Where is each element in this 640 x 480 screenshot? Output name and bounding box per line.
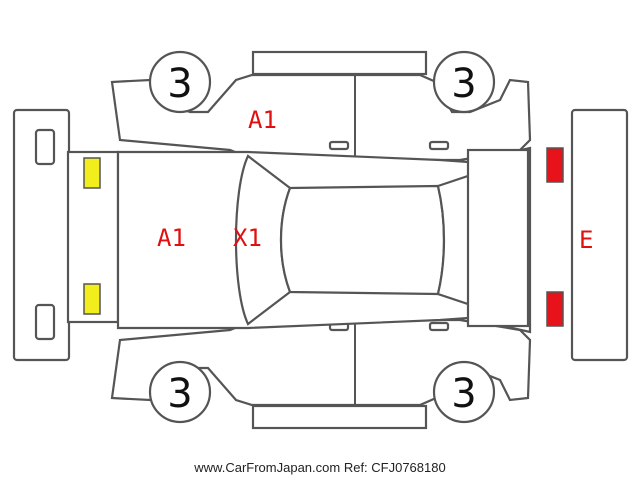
damage-code-windshield: X1 bbox=[233, 224, 262, 252]
svg-text:3: 3 bbox=[451, 61, 476, 107]
headlamp-left bbox=[83, 157, 101, 189]
damage-code-hood: A1 bbox=[157, 224, 186, 252]
taillamp-right bbox=[546, 291, 564, 327]
tire-rear-left: 3 bbox=[432, 50, 496, 114]
damage-code-rear-bumper: E bbox=[579, 226, 593, 254]
tire-rear-right: 3 bbox=[432, 360, 496, 424]
front-bumper bbox=[12, 108, 71, 362]
rear-window bbox=[436, 148, 530, 328]
headlamp-right bbox=[83, 283, 101, 315]
taillamp-left bbox=[546, 147, 564, 183]
rear-bumper bbox=[570, 108, 629, 362]
svg-text:3: 3 bbox=[167, 371, 192, 417]
tire-front-left: 3 bbox=[148, 50, 212, 114]
left-side-panel bbox=[110, 50, 532, 162]
roof bbox=[279, 184, 446, 296]
tire-front-right: 3 bbox=[148, 360, 212, 424]
svg-text:3: 3 bbox=[167, 61, 192, 107]
reference-footer: www.CarFromJapan.com Ref: CFJ0768180 bbox=[193, 460, 445, 475]
svg-text:3: 3 bbox=[451, 371, 476, 417]
damage-code-left-front-door: A1 bbox=[248, 106, 277, 134]
